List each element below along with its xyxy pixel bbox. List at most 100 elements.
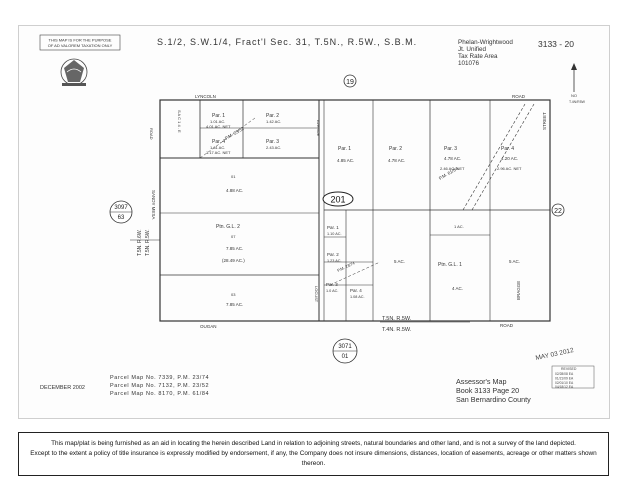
parcel-s4-area: 1.08 AC. xyxy=(350,295,365,299)
township-bottom-2: T.4N. R.5W. xyxy=(382,327,412,333)
page-ref: 3133 - 20 xyxy=(538,39,574,49)
parcel-e1-area: 5 AC. xyxy=(509,259,520,264)
center-page-marker xyxy=(322,191,354,207)
notice-line1: THIS MAP IS FOR THE PURPOSE xyxy=(49,38,112,43)
adjacent-right-label: 22 xyxy=(554,208,562,215)
map-date: DECEMBER 2002 xyxy=(40,385,85,391)
parcel-s1-area: 1.10 AC. xyxy=(327,232,342,236)
street-top: LYNCOLN xyxy=(195,94,216,99)
revised-line-2: 01/21/09 EA xyxy=(555,377,574,381)
street-sandy-mesa: SANDY MESA xyxy=(151,190,156,219)
parcel-nw3-label: Par. 3 xyxy=(266,139,279,145)
parcel-c1-area: 5 AC. xyxy=(394,259,405,264)
parcel-nw2-area: 1.42 AC. xyxy=(266,119,281,124)
notice-line2: OF AD VALOREM TAXATION ONLY xyxy=(48,43,113,48)
map-boundary xyxy=(159,99,551,322)
parcel-nw4-area: 1.61 AC. xyxy=(210,145,225,150)
parcel-nw1-label: Par. 1 xyxy=(212,113,225,119)
assessor-line-3: San Bernardino County xyxy=(456,395,531,404)
center-page-label: 201 xyxy=(330,195,345,205)
revised-line-1: 02/28/08 EA xyxy=(555,372,574,376)
parcel-gle-small: 1 AC. xyxy=(454,224,464,229)
adjacent-left-line1: 3097 xyxy=(114,205,128,211)
street-top-right: ROAD xyxy=(512,94,526,99)
parcel-gle-label: Ptn. G.L. 1 xyxy=(438,262,462,268)
parcel-map-2: Parcel Map No. 7132, P.M. 23/52 xyxy=(110,383,209,389)
assessor-line-1: Assessor's Map xyxy=(456,377,507,386)
street-avenue: AVENUE xyxy=(316,120,321,136)
parcel-nw1-area2: 4.01 AC. NET xyxy=(206,124,231,129)
township-top-left-1: T.5N. R.6W. xyxy=(137,229,143,256)
parcel-b1-area: 4.88 AC. xyxy=(226,188,243,193)
notice-box xyxy=(39,34,121,51)
township-bottom-1: T.5N. R.5W. xyxy=(382,316,412,322)
revised-line-4: 04/18/12 EA xyxy=(555,385,574,389)
street-locust: LOCUST xyxy=(314,286,319,303)
street-right: STREET xyxy=(542,112,547,130)
parcel-mid3-area: 4.78 AC. xyxy=(444,156,461,161)
parcel-mid3-area2: 2.46 AC. NET xyxy=(440,166,465,171)
parcel-mid4-area2: 2.96 AC. NET xyxy=(497,166,522,171)
street-bottom-right: BRAGGE xyxy=(516,281,521,300)
street-bottom: OUGAN xyxy=(200,324,217,329)
adjacent-right-marker xyxy=(551,203,565,217)
parcel-mid2-label: Par. 2 xyxy=(389,146,402,152)
revisions-box xyxy=(551,365,595,389)
parcel-glw-label: Ptn. G.L. 2 xyxy=(216,224,240,230)
parcel-s4-label: Par. 4 xyxy=(350,288,362,293)
disclaimer-line2: Except to the extent a policy of title i… xyxy=(30,450,597,467)
parcel-nw4-label: Par. 4 xyxy=(212,139,225,145)
received-stamp: MAY 03 2012 xyxy=(535,347,575,362)
parcel-s3-label: Par. 3 xyxy=(326,282,338,287)
map-title: S.1/2, S.W.1/4, Fract'l Sec. 31, T.5N., … xyxy=(157,37,417,47)
north-sub: T.4N/R5W xyxy=(569,100,586,104)
parcel-map-3: Parcel Map No. 8170, P.M. 61/84 xyxy=(110,391,209,397)
assessor-line-2: Book 3133 Page 20 xyxy=(456,386,519,395)
parcel-glw-area2: (28.49 AC.) xyxy=(222,258,245,263)
parcel-mid4-label: Par. 4 xyxy=(501,146,514,152)
parcel-s2-label: Par. 2 xyxy=(327,252,339,257)
adjacent-top-label: 19 xyxy=(346,79,354,86)
revised-line-3: 02/01/10 EA xyxy=(555,381,574,385)
parcel-glw-area: 7.85 AC. xyxy=(226,246,243,251)
tax-area-line2: Jt. Unified xyxy=(458,46,486,53)
disclaimer-line1: This map/plat is being furnished as an a… xyxy=(51,440,576,447)
parcel-nw2-label: Par. 2 xyxy=(266,113,279,119)
adjacent-left-line2: 63 xyxy=(118,215,125,221)
parcel-s2-area: 1.23 AC. xyxy=(327,259,342,263)
adjacent-bottom-line2: 01 xyxy=(342,354,349,360)
parcel-mid1-area: 4.85 AC. xyxy=(337,158,354,163)
parcel-mid4-area: 4.20 AC. xyxy=(501,156,518,161)
revised-title: REVISED xyxy=(561,367,577,371)
county-seal-icon xyxy=(60,58,88,86)
street-left-vertical: S A C 1 4 . E xyxy=(177,110,182,133)
parcel-gle-area: 4 AC. xyxy=(452,286,463,291)
parcel-nw4-area2: 1.17 AC. NET xyxy=(206,150,231,155)
parcel-b3-area: 7.85 AC. xyxy=(226,302,243,307)
street-bottom-road: ROAD xyxy=(500,323,514,328)
parcel-mid3-label: Par. 3 xyxy=(444,146,457,152)
adjacent-bottom-line1: 3071 xyxy=(338,344,352,350)
parcel-s3-area: 1.0 AC. xyxy=(326,289,338,293)
parcel-glw-num: 07 xyxy=(231,234,236,239)
disclaimer-text: This map/plat is being furnished as an a… xyxy=(19,433,608,469)
parcel-s1-label: Par. 1 xyxy=(327,225,339,230)
township-top-left-2: T.5N. R.5W. xyxy=(145,229,151,256)
parcel-b1-num: 01 xyxy=(231,174,236,179)
parcel-nw1-area: 1.01 AC. xyxy=(210,119,225,124)
disclaimer-box: This map/plat is being furnished as an a… xyxy=(18,432,609,476)
tax-area-line1: Phelan-Wrightwood xyxy=(458,39,513,46)
parcel-b3-num: 03 xyxy=(231,292,236,297)
adjacent-top-marker xyxy=(343,74,357,88)
tax-area-line3: Tax Rate Area xyxy=(458,53,498,60)
tax-area-line4: 101076 xyxy=(458,60,480,67)
parcel-nw3-area: 2.43 AC. xyxy=(266,145,281,150)
north-arrow-icon xyxy=(571,63,577,92)
parcel-mid1-label: Par. 1 xyxy=(338,146,351,152)
north-label: NO xyxy=(571,93,577,98)
parcel-map-1: Parcel Map No. 7339, P.M. 23/74 xyxy=(110,375,209,381)
parcel-mid2-area: 4.78 AC. xyxy=(388,158,405,163)
street-left-road: ROAD xyxy=(149,128,154,140)
